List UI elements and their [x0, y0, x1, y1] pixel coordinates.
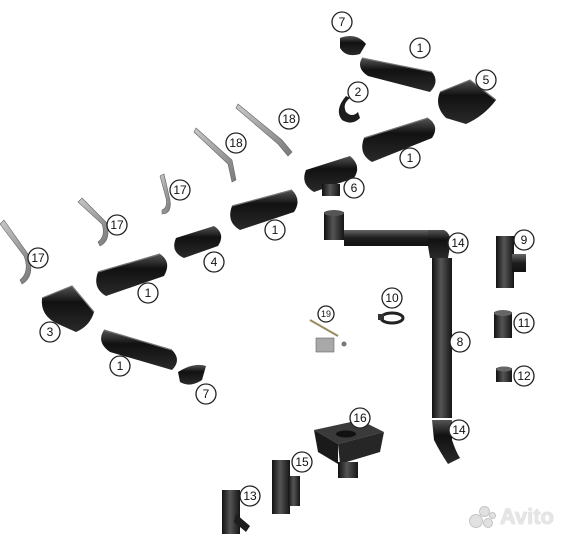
- callout-label: 1: [407, 151, 414, 165]
- tee-fitting: [496, 236, 526, 288]
- callout-label: 1: [417, 41, 424, 55]
- callout-3: 3: [39, 321, 61, 343]
- callout-1-top: 1: [409, 37, 431, 59]
- callout-label: 1: [145, 286, 152, 300]
- callout-label: 10: [385, 291, 399, 305]
- short-bracket-a: [159, 173, 171, 215]
- watermark-text: Avito: [499, 504, 554, 529]
- callout-label: 1: [272, 223, 279, 237]
- pipe-clamp: [378, 311, 405, 325]
- callout-12: 12: [513, 365, 535, 387]
- callout-1-mid-right: 1: [399, 147, 421, 169]
- long-bracket-b: [235, 103, 293, 157]
- callout-7-top: 7: [331, 11, 353, 33]
- callout-label: 18: [282, 112, 296, 126]
- callout-label: 9: [521, 233, 528, 247]
- callout-label: 19: [321, 309, 331, 319]
- gutter-left: [96, 253, 168, 296]
- gutter-middle: [230, 189, 298, 230]
- callout-label: 17: [173, 183, 187, 197]
- callout-label: 7: [339, 15, 346, 29]
- callout-label: 2: [355, 85, 362, 99]
- callout-label: 18: [229, 136, 243, 150]
- callout-11: 11: [513, 312, 535, 334]
- callout-14-top: 14: [447, 232, 469, 254]
- callout-9: 9: [513, 229, 535, 251]
- callout-7-bottom: 7: [195, 383, 217, 405]
- gutter-top: [360, 57, 436, 92]
- callout-17-c: 17: [27, 247, 49, 269]
- callout-13: 13: [239, 485, 261, 507]
- callout-label: 17: [110, 218, 124, 232]
- end-cap-top: [340, 36, 366, 56]
- callout-label: 5: [483, 73, 490, 87]
- short-bracket-c: [0, 219, 32, 285]
- fixing-hardware: [309, 319, 347, 353]
- callout-2: 2: [347, 81, 369, 103]
- end-cap-bottom: [178, 364, 206, 385]
- callout-15: 15: [291, 451, 313, 473]
- downpipe-assembly: [324, 210, 460, 464]
- callout-8: 8: [449, 331, 471, 353]
- callout-18-b: 18: [278, 108, 300, 130]
- callout-17-b: 17: [106, 214, 128, 236]
- gutter-hook: [338, 96, 360, 123]
- callout-label: 14: [452, 423, 466, 437]
- callout-label: 13: [243, 489, 257, 503]
- callout-1-bottom: 1: [109, 355, 131, 377]
- callout-label: 8: [457, 335, 464, 349]
- callout-4: 4: [203, 251, 225, 273]
- callout-label: 17: [31, 251, 45, 265]
- avito-watermark: Avito: [468, 504, 554, 530]
- callout-label: 15: [295, 455, 309, 469]
- callout-5: 5: [475, 69, 497, 91]
- callout-17-a: 17: [169, 179, 191, 201]
- storm-drain-box: [314, 420, 384, 478]
- pipe-cap: [496, 366, 512, 382]
- gutter-bottom: [101, 329, 177, 370]
- callout-label: 6: [351, 181, 358, 195]
- callout-10: 10: [381, 287, 403, 309]
- gutter-outlet: [304, 156, 358, 196]
- gutter-mid-right: [362, 117, 436, 162]
- pipe-outlet: [222, 490, 250, 534]
- callout-label: 11: [518, 316, 531, 330]
- callout-label: 12: [517, 369, 531, 383]
- callout-label: 7: [203, 387, 210, 401]
- corner-external: [438, 79, 497, 124]
- pipe-tee-branch: [272, 460, 300, 514]
- gutter-connector: [174, 226, 222, 258]
- callout-label: 16: [353, 411, 367, 425]
- short-bracket-b: [77, 197, 109, 247]
- corner-internal: [41, 285, 95, 332]
- avito-logo-icon: [468, 506, 496, 528]
- callout-1-left: 1: [137, 282, 159, 304]
- callout-16: 16: [349, 407, 371, 429]
- callout-14-bottom: 14: [448, 419, 470, 441]
- callout-6: 6: [343, 177, 365, 199]
- callout-1-mid: 1: [264, 219, 286, 241]
- callout-19: 19: [317, 305, 335, 323]
- callout-label: 4: [211, 255, 218, 269]
- callout-label: 1: [117, 359, 124, 373]
- callout-label: 3: [47, 325, 54, 339]
- long-bracket-a: [193, 127, 237, 183]
- callout-label: 14: [451, 236, 465, 250]
- pipe-coupling: [494, 310, 512, 338]
- callout-18-a: 18: [225, 132, 247, 154]
